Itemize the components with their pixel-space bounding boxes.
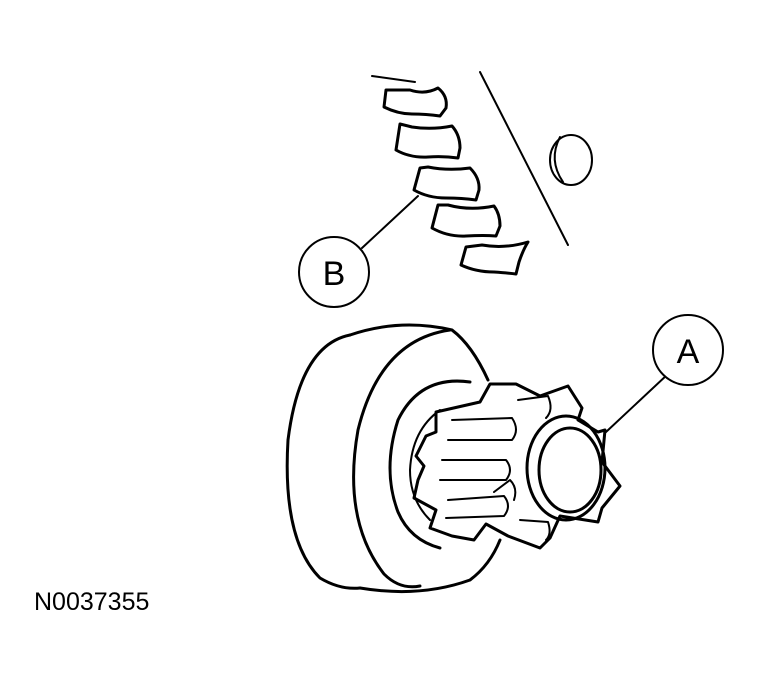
flywheel-edge	[479, 71, 569, 246]
starter-drive	[285, 323, 622, 594]
callout-a-label: A	[677, 333, 700, 371]
callout-b-label: B	[323, 255, 346, 293]
flywheel-hole	[549, 134, 593, 186]
drive-housing-rim	[285, 333, 362, 590]
callout-b-leader	[361, 195, 419, 249]
callout-a-leader	[605, 373, 669, 433]
drive-collar	[388, 379, 472, 550]
ring-gear-tooth	[412, 165, 481, 202]
flywheel-ring-gear	[371, 71, 593, 276]
pinion-teeth	[412, 382, 622, 550]
drive-face	[352, 328, 452, 589]
callout-a: A	[652, 314, 724, 386]
ring-gear-tooth	[394, 122, 462, 160]
callout-b: B	[298, 236, 370, 308]
pinion-end-face	[525, 414, 607, 522]
ring-gear-tooth	[459, 240, 530, 276]
ring-gear-tooth	[382, 86, 448, 118]
figure-id: N0037355	[34, 588, 149, 616]
drive-housing	[348, 323, 502, 594]
ring-gear-tooth	[430, 203, 502, 238]
pinion-bore	[537, 426, 603, 514]
pinion-gear	[412, 382, 622, 550]
